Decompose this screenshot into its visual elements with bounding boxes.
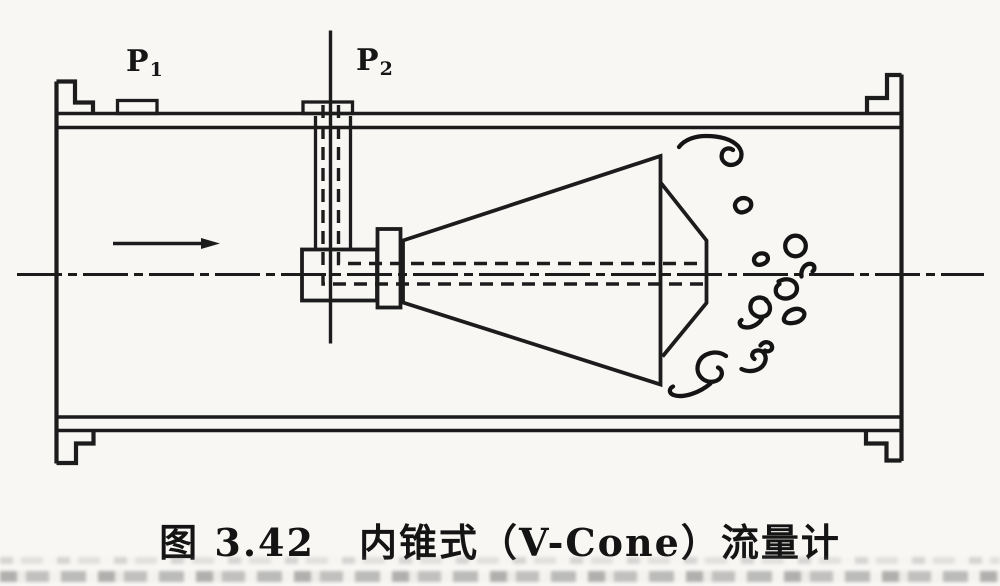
p2-tap-boss	[301, 100, 355, 116]
vortex-swirls	[667, 133, 817, 399]
vortex-oval-1	[732, 195, 754, 215]
vortex-wave-curl	[676, 133, 744, 168]
figure-title: 内锥式（V-Cone）流量计	[358, 520, 841, 565]
vortex-squiggle	[799, 261, 817, 279]
vortex-oval-2	[751, 251, 770, 268]
p1-tap-boss	[115, 98, 159, 116]
vortex-circle	[783, 233, 808, 259]
vortex-spiral-long-tail	[667, 350, 729, 399]
right-flange-step-top	[864, 72, 902, 114]
right-flange-step-bottom	[863, 430, 902, 463]
left-flange-step-top	[56, 79, 96, 114]
vortex-hook	[773, 277, 800, 301]
hidden-passage-dashed-lines	[321, 105, 705, 286]
p2-label-base: P	[356, 43, 380, 78]
p1-label-sub: 1	[149, 59, 164, 81]
figure-number: 图 3.42	[159, 520, 315, 565]
p2-tap-label: P2	[356, 43, 394, 79]
flow-arrow	[113, 238, 220, 249]
left-flange-step-bottom	[56, 430, 96, 466]
vortex-double-curl	[739, 340, 775, 374]
p1-tap-label: P1	[126, 44, 164, 80]
vortex-leaf	[781, 306, 807, 326]
p1-label-base: P	[126, 44, 150, 79]
p2-label-sub: 2	[379, 58, 394, 80]
cone-rear-tail	[659, 181, 709, 358]
cone-hub-flange	[375, 227, 403, 310]
p2-stem-tube-walls	[313, 116, 353, 250]
vortex-loop-tail	[737, 295, 773, 330]
flow-arrow-head	[201, 238, 220, 249]
pipe-walls	[56, 111, 902, 433]
passage-dashed-lower	[321, 105, 705, 286]
passage-dashed-upper	[336, 105, 705, 266]
cone-body	[401, 153, 663, 388]
pipe-flanges	[54, 72, 904, 466]
figure-caption: 图 3.42 内锥式（V-Cone）流量计	[0, 512, 1000, 567]
